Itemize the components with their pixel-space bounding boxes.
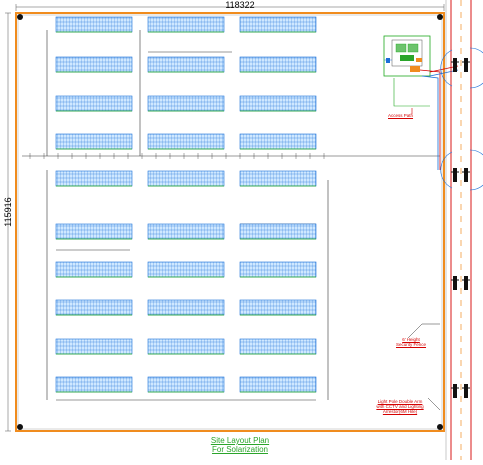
pv-panel-block [55,299,133,316]
pv-panel-block [147,170,225,187]
pv-panel-block [147,223,225,240]
pv-panel-block [147,338,225,355]
pv-panel-block [147,95,225,112]
pv-panel-block [239,16,317,33]
pv-panel-block [239,56,317,73]
dimension-lines [5,4,445,432]
pv-panel-block [55,95,133,112]
access-path-label: Access Path [388,113,414,118]
width-dimension-label: 118322 [225,0,255,10]
pv-panel-block [55,223,133,240]
road-light-pole [453,58,457,72]
security-fence-label: 6' Height Security Fence [396,337,426,347]
pv-panel-block [147,376,225,393]
road-light-pole [464,276,468,290]
road-light-pole [453,168,457,182]
security-fence-line1: 6' Height [402,337,420,342]
pv-panel-block [239,95,317,112]
road-light-pole [453,276,457,290]
pv-panel-block [239,133,317,150]
pv-panel-block [55,376,133,393]
pv-panel-block [55,170,133,187]
light-pole-line3: Arrestor(6M Hile) [382,409,418,414]
road-light-pole [464,384,468,398]
access-path [393,65,459,170]
pv-panel-block [239,170,317,187]
security-fence-line2: Security Fence [396,342,427,347]
pv-panel-block [147,56,225,73]
pv-panel-block [147,261,225,278]
route-dimension-ticks [29,153,325,159]
light-pole-line1: Light Pole Double Arm [377,399,423,404]
pv-panel-block [239,261,317,278]
roadside-light-poles [451,58,470,398]
pv-panel-block [55,261,133,278]
drawing-title-line1: Site Layout Plan [210,436,270,445]
road-light-pole [464,168,468,182]
pv-panel-blocks [55,16,317,393]
pv-panel-block [55,16,133,33]
light-pole-line2: with CCTV and Lighting [376,404,424,409]
external-road [440,0,483,460]
drawing-title-line2: For Solarization [211,445,269,454]
pv-panel-block [239,376,317,393]
road-light-pole [453,384,457,398]
pv-panel-block [147,16,225,33]
security-fence-boundary [15,12,445,432]
control-room-compound [383,35,431,77]
pv-panel-block [239,299,317,316]
road-light-pole [464,58,468,72]
callout-leaders [407,323,441,411]
corner-light-poles [17,14,443,430]
pv-panel-block [147,299,225,316]
pv-panel-block [147,133,225,150]
pv-panel-block [55,338,133,355]
pv-panel-block [239,223,317,240]
drawing-title: Site Layout Plan For Solarization [180,436,300,454]
light-pole-label: Light Pole Double Arm with CCTV and Ligh… [372,399,428,414]
pv-panel-block [55,56,133,73]
pv-panel-block [55,133,133,150]
pv-panel-block [239,338,317,355]
height-dimension-label: 115916 [3,197,13,227]
